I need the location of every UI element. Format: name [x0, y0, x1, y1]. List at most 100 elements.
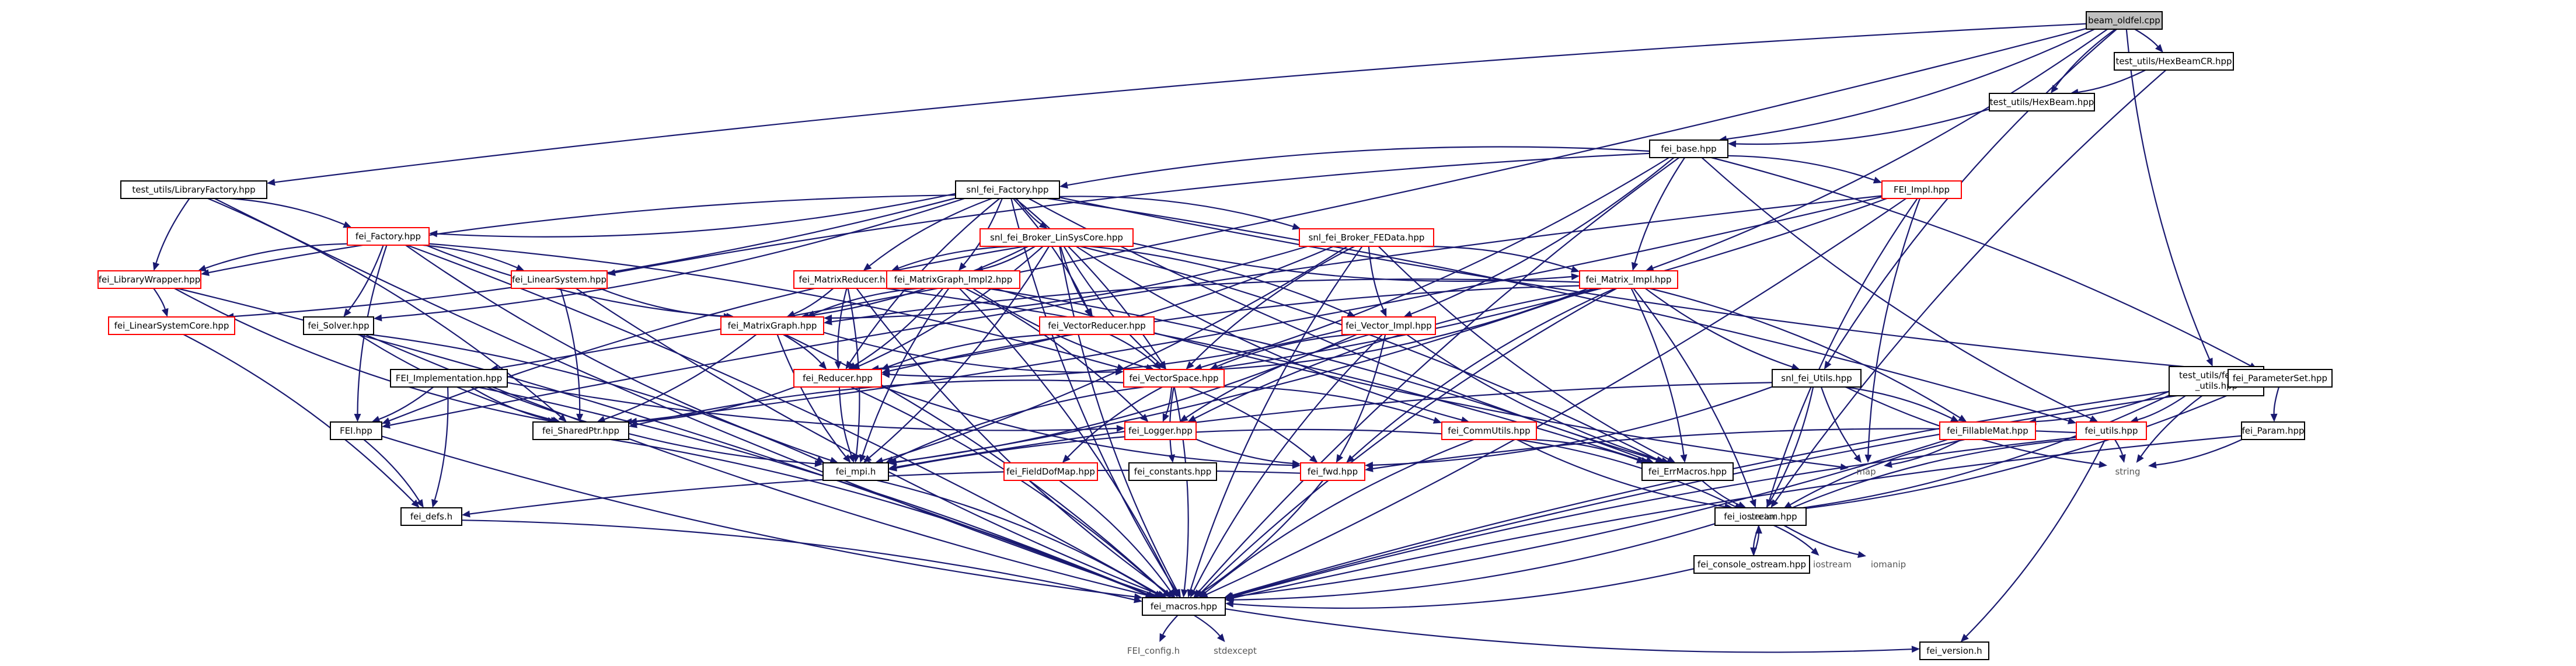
edge-fei_base-to-vec_impl — [1411, 157, 1675, 315]
node-mpi[interactable]: fei_mpi.h — [822, 462, 889, 481]
edge-beam-to-hexbeamcr — [2134, 29, 2159, 47]
node-sharedptr[interactable]: fei_SharedPtr.hpp — [532, 421, 629, 440]
node-vecspace[interactable]: fei_VectorSpace.hpp — [1123, 369, 1225, 388]
node-version[interactable]: fei_version.h — [1919, 641, 1989, 660]
arrowhead-matred-to-reducer — [834, 361, 842, 369]
node-label-fei_hpp: FEI.hpp — [340, 426, 372, 436]
arrowhead-vecspace-to-mpi — [886, 456, 895, 463]
edge-hexbeamcr-to-hexbeam — [2078, 69, 2146, 93]
arrowhead-matred-to-matgraph — [786, 311, 796, 318]
edge-param-to-string — [2156, 439, 2243, 466]
node-label-fei_utils: fei_utils.hpp — [2084, 426, 2138, 437]
node-fei_impl[interactable]: FEI_Impl.hpp — [1881, 180, 1962, 199]
edge-commutils-to-iostream_hpp — [1516, 439, 1725, 507]
node-fei_utils[interactable]: fei_utils.hpp — [2076, 421, 2147, 440]
arrowhead-matgraph_impl-to-macros — [1170, 588, 1178, 598]
node-fdmap[interactable]: fei_FieldDofMap.hpp — [1003, 462, 1098, 481]
node-label-matred: fei_MatrixReducer.hpp — [799, 274, 897, 285]
node-libfactory[interactable]: test_utils/LibraryFactory.hpp — [120, 180, 267, 199]
edge-fei_impl-to-fei_hpp — [389, 195, 1883, 426]
node-matgraph[interactable]: fei_MatrixGraph.hpp — [720, 316, 824, 335]
node-fillable[interactable]: fei_FillableMat.hpp — [1939, 421, 2036, 440]
edge-matgraph_impl-to-vecspace — [972, 288, 1147, 368]
node-label-libfactory: test_utils/LibraryFactory.hpp — [132, 184, 255, 196]
node-label-fei_impl: FEI_Impl.hpp — [1894, 184, 1950, 196]
edge-snl_factory-to-lsc — [233, 197, 956, 318]
edge-matrix_impl-to-snl_utils — [1644, 288, 1793, 368]
edge-fei_base-to-linsys — [615, 152, 1650, 274]
node-fei_implementation[interactable]: FEI_Implementation.hpp — [390, 369, 508, 388]
node-fei_base[interactable]: fei_base.hpp — [1649, 140, 1728, 158]
node-box-hexbeamcr — [2114, 52, 2234, 71]
edge-matgraph_impl-to-logger — [965, 288, 1144, 417]
node-box-fillable — [1939, 421, 2036, 440]
edge-vecspace-to-fwd — [1188, 386, 1312, 458]
node-label-mpi: fei_mpi.h — [836, 466, 876, 477]
arrowhead-matrix_impl-to-logger — [1187, 415, 1197, 422]
node-broker_fed[interactable]: snl_fei_Broker_FEData.hpp — [1299, 228, 1434, 247]
node-paramset[interactable]: fei_ParameterSet.hpp — [2228, 369, 2333, 388]
arrowhead-snl_utils-to-map — [1853, 454, 1862, 463]
edge-matrix_impl-to-errmacros — [1630, 288, 1685, 455]
arrowhead-beam-to-test_utils — [2206, 357, 2213, 367]
node-matrix_impl[interactable]: fei_Matrix_Impl.hpp — [1579, 270, 1678, 289]
node-linsys[interactable]: fei_LinearSystem.hpp — [511, 270, 608, 289]
node-hexbeamcr[interactable]: test_utils/HexBeamCR.hpp — [2114, 52, 2234, 71]
node-snl_factory[interactable]: snl_fei_Factory.hpp — [955, 180, 1060, 199]
node-matred[interactable]: fei_MatrixReducer.hpp — [793, 270, 902, 289]
node-vec_impl[interactable]: fei_Vector_Impl.hpp — [1341, 316, 1436, 335]
node-label-console: fei_console_ostream.hpp — [1697, 559, 1806, 570]
edge-matgraph-to-reducer — [783, 334, 822, 364]
node-label-map: map — [1856, 466, 1876, 477]
arrowhead-solver-to-mpi — [815, 456, 825, 463]
edge-fillable-to-vector — [1790, 438, 1965, 505]
edge-vecred-to-reducer — [888, 333, 1054, 368]
edge-matgraph-to-sharedptr — [604, 334, 757, 420]
node-macros[interactable]: fei_macros.hpp — [1142, 597, 1226, 616]
edge-fei_implementation-to-sharedptr — [470, 386, 551, 421]
node-errmacros[interactable]: fei_ErrMacros.hpp — [1641, 462, 1734, 481]
node-label-vec_impl: fei_Vector_Impl.hpp — [1345, 320, 1432, 332]
arrowhead-snl_factory-to-matgraph_impl — [958, 262, 967, 271]
edge-fei_utils-to-macros — [1233, 437, 2077, 597]
node-libwrapper[interactable]: fei_LibraryWrapper.hpp — [97, 270, 201, 289]
edge-vec_impl-to-vecspace — [1216, 333, 1353, 367]
edge-fei_base-to-matrix_impl — [1634, 157, 1686, 263]
node-fei_hpp[interactable]: FEI.hpp — [330, 421, 382, 440]
arrowhead-libfactory-to-libwrapper — [152, 261, 160, 271]
edges-layer — [152, 23, 2280, 653]
arrowhead-snl_factory-to-broker_fed — [1292, 223, 1301, 230]
edge-snl_utils-to-vector — [1769, 386, 1814, 501]
node-solver[interactable]: fei_Solver.hpp — [303, 316, 374, 335]
node-snl_utils[interactable]: snl_fei_Utils.hpp — [1772, 369, 1862, 388]
node-box-commutils — [1441, 421, 1537, 440]
node-beam[interactable]: beam_oldfel.cpp — [2086, 11, 2163, 30]
arrowhead-macros-to-stdexcept — [1217, 633, 1225, 642]
node-reducer[interactable]: fei_Reducer.hpp — [793, 369, 882, 388]
edge-fdmap-to-macros — [1059, 480, 1171, 592]
edge-matred-to-macros — [856, 288, 1169, 594]
node-defs[interactable]: fei_defs.h — [400, 507, 462, 526]
node-fwd[interactable]: fei_fwd.hpp — [1300, 462, 1365, 481]
edge-test_utils-to-vector — [1791, 395, 2170, 510]
node-lsc[interactable]: fei_LinearSystemCore.hpp — [108, 316, 235, 335]
node-console[interactable]: fei_console_ostream.hpp — [1693, 555, 1810, 574]
arrowhead-beam-to-matrix_impl — [1645, 264, 1654, 271]
node-label-logger: fei_Logger.hpp — [1128, 426, 1193, 437]
node-label-vecred: fei_VectorReducer.hpp — [1048, 320, 1146, 332]
node-vecred[interactable]: fei_VectorReducer.hpp — [1039, 316, 1155, 335]
node-matgraph_impl[interactable]: fei_MatrixGraph_Impl2.hpp — [886, 270, 1020, 289]
node-logger[interactable]: fei_Logger.hpp — [1124, 421, 1197, 440]
node-box-mpi — [822, 462, 889, 481]
node-commutils[interactable]: fei_CommUtils.hpp — [1441, 421, 1537, 440]
edge-hexbeamcr-to-vector — [1775, 69, 2167, 502]
edge-fei_base-to-vecspace — [1201, 157, 1669, 368]
edge-snl_factory-to-libwrapper — [208, 194, 956, 274]
node-hexbeam[interactable]: test_utils/HexBeam.hpp — [1989, 93, 2095, 111]
node-constants[interactable]: fei_constants.hpp — [1128, 462, 1217, 481]
node-param[interactable]: fei_Param.hpp — [2241, 421, 2305, 440]
node-factory[interactable]: fei_Factory.hpp — [347, 227, 430, 246]
node-broker_lsc[interactable]: snl_fei_Broker_LinSysCore.hpp — [979, 228, 1134, 247]
node-iostream_hpp[interactable]: fei_iostream.hpp — [1714, 507, 1807, 526]
edge-broker_fed-to-matgraph — [831, 245, 1308, 319]
